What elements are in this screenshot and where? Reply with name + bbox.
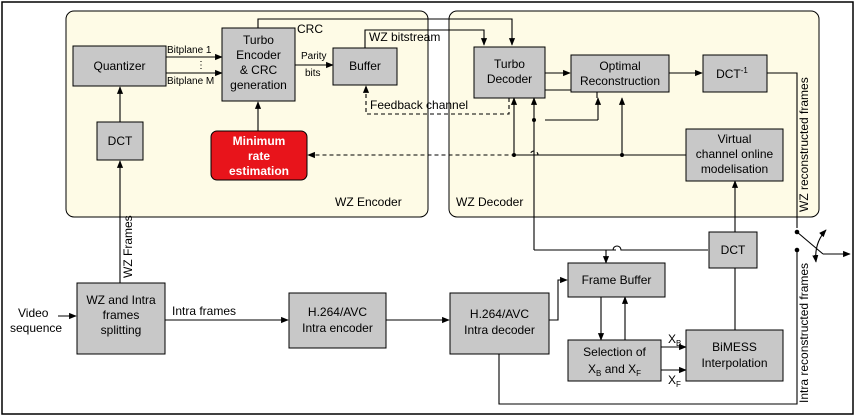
bimess-interpolation-block: BiMESS Interpolation [685,329,784,382]
selection-block: Selection of XB and XF [567,339,662,382]
parity-label: Parity [301,51,327,62]
bitplane-dots: ⋮ [196,60,206,71]
turbo-encoder-block: Turbo Encoder & CRC generation [221,27,296,102]
svg-text:Turbo: Turbo [243,33,274,47]
svg-text:H.264/AVC: H.264/AVC [470,307,529,321]
svg-text:splitting: splitting [101,323,142,337]
video-label: Video [18,306,49,320]
frame-buffer-block: Frame Buffer [567,262,666,298]
svg-text:rate: rate [248,149,270,163]
encoder-region-label: WZ Encoder [335,195,402,209]
svg-text:& CRC: & CRC [240,63,278,77]
svg-text:frames: frames [103,308,140,322]
crc-line [257,18,516,46]
dct-to-framebuf [606,245,708,251]
dct-encoder-block: DCT [96,121,144,161]
optimal-reconstruction-block: Optimal Reconstruction [570,54,670,93]
intra-reconstructed-label: Intra reconstructed frames [797,263,811,403]
quantizer-block: Quantizer [72,45,167,87]
svg-text:Virtual: Virtual [718,132,752,146]
svg-text:XB and XF: XB and XF [588,362,641,378]
svg-text:Reconstruction: Reconstruction [580,74,660,88]
turbo-decoder-block: Turbo Decoder [473,46,546,99]
svg-text:Interpolation: Interpolation [701,356,767,370]
svg-text:Decoder: Decoder [487,72,532,86]
svg-text:Turbo: Turbo [494,57,525,71]
bitplane1-label: Bitplane 1 [167,45,212,56]
switch-arm [796,231,824,255]
svg-text:modelisation: modelisation [701,162,768,176]
svg-text:Minimum: Minimum [233,134,286,148]
wz-frames-label: WZ Frames [121,215,135,278]
svg-text:Optimal: Optimal [599,59,640,73]
wz-bitstream-label: WZ bitstream [369,30,440,44]
bitplanem-label: Bitplane M [167,76,214,87]
svg-text:channel online: channel online [696,147,774,161]
svg-text:WZ and Intra: WZ and Intra [86,293,156,307]
svg-text:Buffer: Buffer [349,59,381,73]
svg-text:Intra encoder: Intra encoder [302,321,373,335]
xb-label: XB [668,332,681,348]
intra-frames-label: Intra frames [172,304,236,318]
svg-text:Intra decoder: Intra decoder [464,323,535,337]
virtual-channel-block: Virtual channel online modelisation [685,128,784,182]
minimum-rate-estimation-block: Minimum rate estimation [210,130,308,181]
buffer-block: Buffer [332,47,398,86]
svg-text:generation: generation [230,78,287,92]
inverse-dct-block: DCT-1 [702,54,768,93]
svg-text:BiMESS: BiMESS [712,340,757,354]
dct-decoder-block: DCT [708,231,758,269]
crc-label: CRC [297,22,323,36]
h264-intra-encoder-block: H.264/AVC Intra encoder [288,292,387,349]
svg-text:DCT: DCT [721,243,746,257]
wz-reconstructed-label: WZ reconstructed frames [797,77,811,212]
svg-text:Selection of: Selection of [583,345,646,359]
junction-dot [620,153,624,157]
svg-text:estimation: estimation [229,164,289,178]
junction-dot [532,118,536,122]
h264-intra-decoder-block: H.264/AVC Intra decoder [449,292,550,355]
sequence-label: sequence [10,321,62,335]
intra-output-line [498,252,798,405]
svg-text:H.264/AVC: H.264/AVC [308,305,367,319]
decoder-region [448,10,820,218]
h264dec-to-fb [549,276,568,321]
wz-intra-splitting-block: WZ and Intra frames splitting [76,282,166,355]
svg-text:Encoder: Encoder [236,48,281,62]
svg-text:DCT: DCT [108,134,133,148]
decoder-region-label: WZ Decoder [456,195,523,209]
junction-dot [512,153,516,157]
svg-text:DCT-1: DCT-1 [716,66,748,81]
feedback-channel-label: Feedback channel [370,98,468,112]
switch-rotation [812,229,827,263]
bits-label: bits [305,68,321,79]
svg-text:Quantizer: Quantizer [93,59,145,73]
idct-output-line [767,72,798,228]
switch-node-bottom [794,247,800,253]
wz-bitstream-line [364,29,488,48]
svg-text:Frame Buffer: Frame Buffer [582,273,652,287]
feedback-line [362,85,510,115]
xf-label: XF [668,373,681,389]
